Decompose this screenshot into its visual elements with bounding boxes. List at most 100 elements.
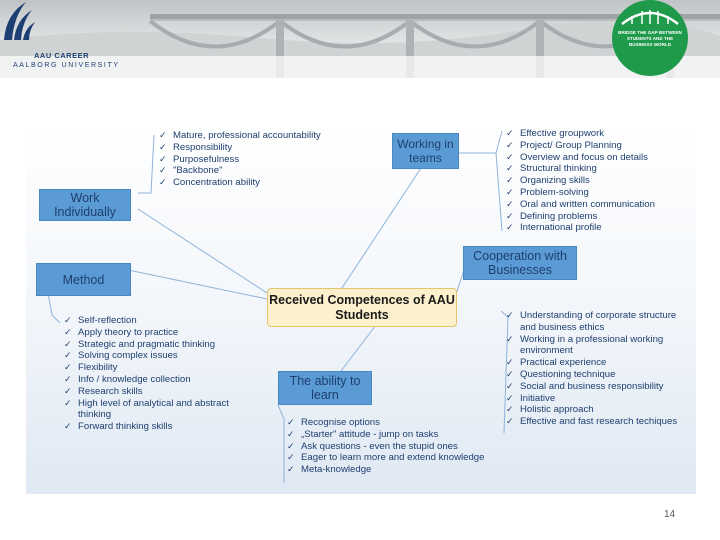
- list-item: ✓Practical experience: [506, 357, 692, 369]
- header-banner: AAU CAREER AALBORG UNIVERSITY BRIDGE THE…: [0, 0, 720, 78]
- node-method-label: Method: [62, 272, 105, 287]
- list-item-text: Effective groupwork: [520, 128, 605, 139]
- checkmark-icon: ✓: [64, 338, 72, 349]
- list-item-text: Oral and written communication: [520, 198, 655, 210]
- list-item: ✓ High level of analytical and abstract t…: [64, 398, 264, 422]
- list-item: ✓ Social and business responsibility: [506, 381, 692, 393]
- checkmark-icon: ✓: [506, 222, 514, 233]
- list-item-text: Flexibility: [78, 362, 118, 374]
- list-item: ✓Solving complex issues: [64, 350, 264, 362]
- checkmark-icon: ✓: [287, 452, 295, 463]
- center-node: Received Competences of AAU Students: [267, 288, 457, 327]
- checkmark-icon: ✓: [506, 333, 514, 344]
- node-work-individually: Work Individually: [39, 189, 131, 221]
- checkmark-icon: ✓: [506, 404, 514, 415]
- list-method: ✓Self-reflection✓Apply theory to practic…: [64, 315, 264, 433]
- list-item: ✓ Effective and fast research techiques: [506, 416, 692, 428]
- list-item: ✓Info / knowledge collection: [64, 374, 264, 386]
- aau-logo-icon: [4, 2, 35, 40]
- checkmark-icon: ✓: [506, 151, 514, 162]
- list-item: ✓ Eager to learn more and extend knowledg…: [287, 452, 502, 464]
- list-item-text: Project/ Group Planning: [520, 139, 622, 151]
- checkmark-icon: ✓: [159, 130, 167, 140]
- list-item-text: Overview and focus on details: [520, 151, 648, 163]
- logo-text-university: AALBORG UNIVERSITY: [13, 62, 120, 69]
- list-item-text: Holistic approach: [520, 404, 594, 416]
- list-item-text: Questioning technique: [520, 368, 616, 380]
- checkmark-icon: ✓: [506, 198, 514, 209]
- list-item: ✓ "Backbone": [159, 165, 379, 177]
- list-item: ✓ Oral and written communication: [506, 199, 696, 211]
- list-ability-to-learn: ✓Recognise options✓„Starter" attitude - …: [287, 417, 502, 476]
- list-item: ✓International profile: [506, 222, 696, 234]
- list-item-text: Effective and fast research techiques: [520, 416, 678, 428]
- checkmark-icon: ✓: [506, 368, 514, 379]
- checkmark-icon: ✓: [159, 141, 167, 152]
- list-item: ✓„Starter" attitude - jump on tasks: [287, 429, 502, 441]
- node-method: Method: [36, 263, 131, 296]
- logo-text-career: AAU CAREER: [34, 51, 90, 60]
- list-item: ✓Apply theory to practice: [64, 327, 264, 339]
- node-work-individually-label: Work Individually: [54, 191, 116, 219]
- list-working-in-teams: ✓Effective groupwork✓Project/ Group Plan…: [506, 128, 696, 234]
- list-item: ✓ Questioning technique: [506, 369, 692, 381]
- list-item-text: Info / knowledge collection: [78, 373, 191, 385]
- list-item: ✓ Concentration ability: [159, 177, 379, 189]
- list-item-text: Mature, professional accountability: [173, 130, 321, 141]
- list-item: ✓ Research skills: [64, 386, 264, 398]
- checkmark-icon: ✓: [287, 440, 295, 451]
- checkmark-icon: ✓: [506, 416, 514, 427]
- checkmark-icon: ✓: [159, 165, 167, 176]
- list-item: ✓ Meta-knowledge: [287, 464, 502, 476]
- list-item-text: Research skills: [78, 385, 143, 397]
- checkmark-icon: ✓: [506, 163, 514, 174]
- list-item: ✓ Ask questions - even the stupid ones: [287, 441, 502, 453]
- list-item: ✓Responsibility: [159, 142, 379, 154]
- list-item-text: Concentration ability: [173, 177, 260, 189]
- list-item-text: Practical experience: [520, 357, 607, 369]
- list-item-text: Strategic and pragmatic thinking: [78, 338, 216, 350]
- list-item-text: Defining problems: [520, 210, 598, 222]
- checkmark-icon: ✓: [506, 392, 514, 403]
- list-item-text: "Backbone": [173, 165, 223, 177]
- list-item: ✓ Defining problems: [506, 211, 696, 223]
- node-ability-to-learn: The ability to learn: [278, 371, 372, 405]
- list-item: ✓ Flexibility: [64, 362, 264, 374]
- list-item-text: Initiative: [520, 392, 556, 404]
- checkmark-icon: ✓: [506, 380, 514, 391]
- list-item: ✓ Problem-solving: [506, 187, 696, 199]
- list-item-text: Social and business responsibility: [520, 380, 664, 392]
- list-item: ✓Organizing skills: [506, 175, 696, 187]
- checkmark-icon: ✓: [506, 186, 514, 197]
- list-item: ✓Working in a professional working envir…: [506, 334, 692, 358]
- list-item: ✓ Initiative: [506, 393, 692, 405]
- list-item-text: Ask questions - even the stupid ones: [301, 440, 458, 452]
- list-item: ✓ Self-reflection: [64, 315, 264, 327]
- list-item-text: High level of analytical and abstract th…: [78, 397, 229, 421]
- list-item-text: Problem-solving: [520, 186, 589, 198]
- list-item: ✓Recognise options: [287, 417, 502, 429]
- list-item: ✓Forward thinking skills: [64, 421, 264, 433]
- checkmark-icon: ✓: [287, 464, 295, 475]
- checkmark-icon: ✓: [506, 210, 514, 221]
- checkmark-icon: ✓: [64, 397, 72, 408]
- checkmark-icon: ✓: [64, 315, 72, 325]
- checkmark-icon: ✓: [159, 177, 167, 188]
- checkmark-icon: ✓: [159, 153, 167, 164]
- list-item: ✓Project/ Group Planning: [506, 140, 696, 152]
- list-item: ✓ Strategic and pragmatic thinking: [64, 339, 264, 351]
- list-item-text: Eager to learn more and extend knowledge: [301, 452, 485, 464]
- node-working-in-teams: Working in teams: [392, 133, 459, 169]
- competence-mindmap: Work Individually Method Working in team…: [26, 123, 696, 494]
- list-cooperation: ✓Understanding of corporate structure an…: [506, 310, 692, 428]
- checkmark-icon: ✓: [287, 417, 295, 427]
- checkmark-icon: ✓: [506, 128, 514, 138]
- list-item-text: Self-reflection: [78, 315, 137, 326]
- list-item-text: Purposefulness: [173, 153, 240, 165]
- checkmark-icon: ✓: [64, 362, 72, 373]
- list-item-text: Apply theory to practice: [78, 326, 179, 338]
- checkmark-icon: ✓: [506, 175, 514, 186]
- list-item-text: Meta-knowledge: [301, 464, 372, 476]
- checkmark-icon: ✓: [287, 428, 295, 439]
- checkmark-icon: ✓: [64, 385, 72, 396]
